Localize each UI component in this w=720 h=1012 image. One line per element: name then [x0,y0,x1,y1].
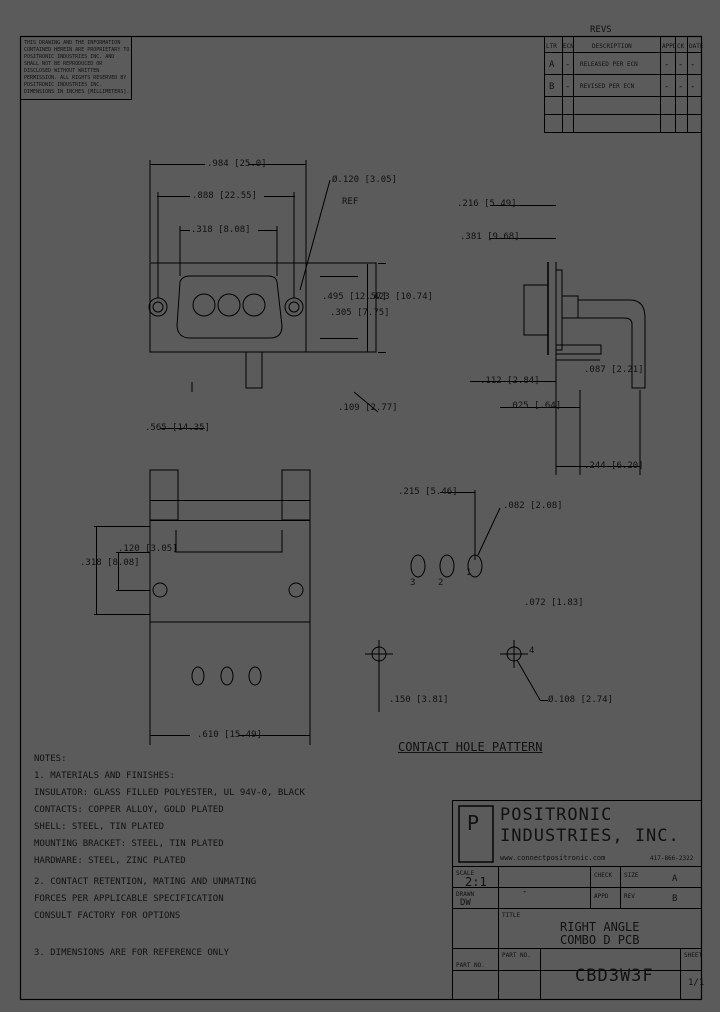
company-name-line1: POSITRONIC [500,805,613,825]
dim-side-standoff: .025 [.64] [507,401,562,411]
rev-row-b-appd: - [664,82,670,92]
part-label: PART NO. [456,962,485,969]
note-line-9: CONSULT FACTORY FOR OPTIONS [34,911,181,921]
check-label: CHECK [594,872,613,879]
rev-value: B [672,894,678,904]
rev-row-b-ecn: - [565,82,571,92]
note-line-3: CONTACTS: COPPER ALLOY, GOLD PLATED [34,805,224,815]
rev-header-ecn: ECN [563,43,574,50]
dim-overall-width: .984 [25.0] [207,159,267,169]
title-label: TITLE [502,912,521,919]
pin-4-label: 4 [529,646,535,656]
section-title-contact-hole-pattern: CONTACT HOLE PATTERN [398,740,543,754]
dim-hole-offset: .150 [3.81] [389,695,449,705]
title-block-lines [452,800,702,1000]
rev-header-date: DATE [689,43,704,50]
dim-bracket-offset: .565 [14.35] [145,423,211,433]
pin-3-label: 3 [410,578,416,588]
dim-side-ref: .087 [2.21] [584,365,644,375]
rev-row-b-date: - [690,82,696,92]
dim-bottom-inner: .120 [3.05] [118,544,178,554]
size-label: SIZE [624,872,639,879]
dim-d-inner: .305 [7.75] [330,308,390,318]
drawn-label: DRAWN [456,891,475,898]
sheet-value: 1/1 [688,978,705,988]
dim-side-tail: .112 [2.84] [480,376,540,386]
revisions-title: REVS [590,25,612,35]
drawn-value: DW [460,898,471,908]
description-line1: RIGHT ANGLE [560,920,640,934]
rev-row-a-ck: - [678,60,684,70]
rev-row-b-desc: REVISED PER ECN [580,83,635,90]
dim-d-height: .495 [12.57] [322,292,388,302]
rev-header-ltr: LTR [546,43,557,50]
dim-hole-diameter: Ø.120 [3.05] [332,175,398,185]
description-line2: COMBO D PCB [560,933,640,947]
note-line-4: SHELL: STEEL, TIN PLATED [34,822,165,832]
rev-row-a-ltr: A [549,60,555,70]
dim-flange-height: .423 [10.74] [368,292,434,302]
scale-value: 2:1 [465,875,487,889]
pin-2-label: 2 [438,578,444,588]
dim-hole-spacing: .215 [5.46] [398,487,458,497]
company-tel: 417-866-2322 [650,855,694,862]
dim-side-pcb: .244 [6.20] [584,461,644,471]
part-label-2: PART NO. [502,952,531,959]
rev-row-b-ck: - [678,82,684,92]
side-view-lines [470,205,646,475]
size-value: A [672,874,678,884]
note-line-5: MOUNTING BRACKET: STEEL, TIN PLATED [34,839,224,849]
dim-side-depth: .216 [5.49] [457,199,517,209]
note-line-8: FORCES PER APPLICABLE SPECIFICATION [34,894,224,904]
note-line-6: HARDWARE: STEEL, ZINC PLATED [34,856,186,866]
note-line-7: 2. CONTACT RETENTION, MATING AND UNMATIN… [34,877,257,887]
dim-mount-hole: Ø.108 [2.74] [548,695,614,705]
dim-row-spacing: .072 [1.83] [524,598,584,608]
drawn-date: - [522,887,528,897]
note-line-1: 1. MATERIALS AND FINISHES: [34,771,175,781]
rev-header-appd: APPD [662,43,677,50]
dim-bottom-width: .610 [15.49] [197,730,263,740]
pin-1-label: 1 [466,568,472,578]
dim-pin-diameter: .082 [2.08] [503,501,563,511]
company-name-line2: INDUSTRIES, INC. [500,826,680,846]
rev-header-ck: CK [677,43,685,50]
rev-row-a-appd: - [664,60,670,70]
dim-bottom-depth: .318 [8.08] [80,558,140,568]
rev-row-b-ltr: B [549,82,555,92]
dim-d-width: .318 [8.08] [191,225,251,235]
dim-bracket-thickness: .109 [2.77] [338,403,398,413]
notes-title: NOTES: [34,754,67,764]
part-number: CBD3W3F [575,966,654,986]
rev-header-description: DESCRIPTION [592,43,632,50]
rev-row-a-desc: RELEASED PER ECN [580,61,638,68]
proprietary-notice: THIS DRAWING AND THE INFORMATION CONTAIN… [24,40,130,95]
rev-row-a-date: - [690,60,696,70]
note-line-10: 3. DIMENSIONS ARE FOR REFERENCE ONLY [34,948,230,958]
sheet-label: SHEET [684,952,703,959]
hole-pattern-lines [365,490,548,712]
scale-label: SCALE [456,870,475,877]
revision-table-lines [544,36,702,133]
company-website: www.connectpositronic.com [500,854,606,862]
rev-label: REV [624,893,635,900]
dim-side-flange: .381 [9.68] [460,232,520,242]
company-logo-glyph: P [467,811,481,835]
rev-row-a-ecn: - [565,60,571,70]
dim-hole-ref: REF [342,197,359,207]
bottom-view-lines [94,469,311,745]
dim-mounting-centers: .888 [22.55] [192,191,258,201]
front-view-lines [148,160,386,429]
note-line-2: INSULATOR: GLASS FILLED POLYESTER, UL 94… [34,788,305,798]
appd-label: APPD [594,893,609,900]
